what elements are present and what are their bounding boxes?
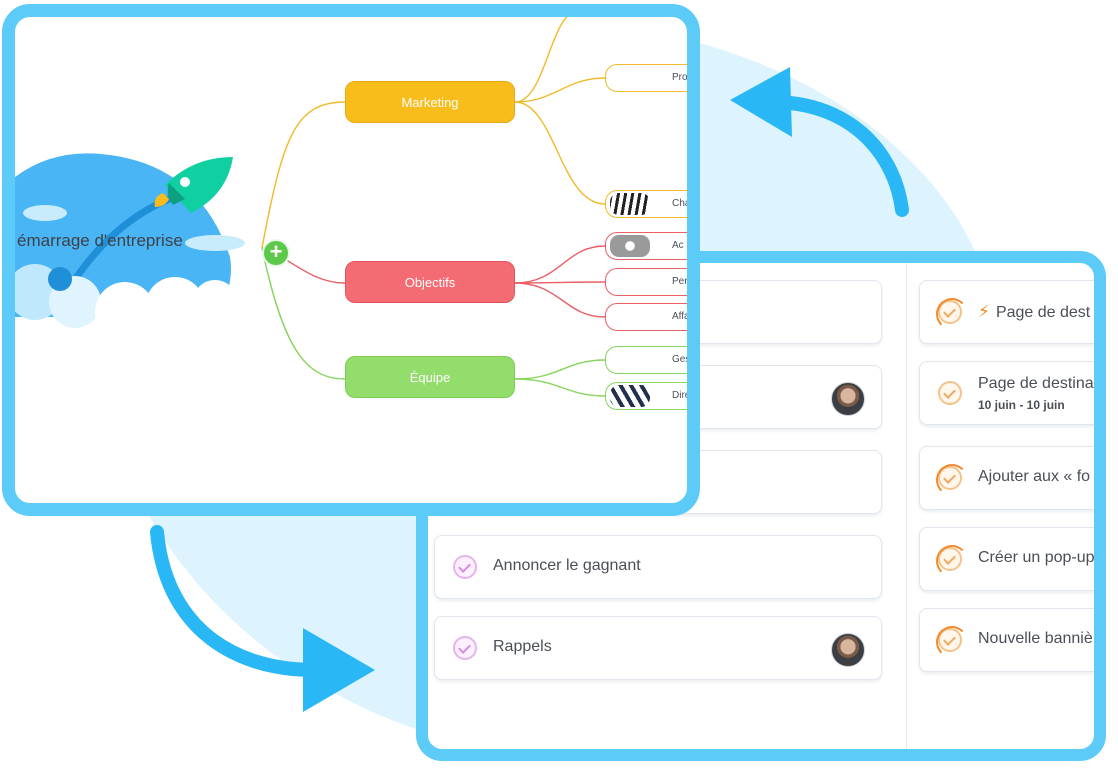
leaf-label: Pers	[672, 276, 693, 287]
task-card[interactable]: Page de destina 10 juin - 10 juin	[919, 361, 1094, 425]
leaf-label: Affa	[672, 311, 690, 322]
avatar[interactable]	[831, 633, 865, 667]
branch-node-marketing[interactable]: Marketing	[345, 81, 515, 123]
progress-check-icon[interactable]	[936, 545, 968, 577]
curved-arrow-top-icon	[730, 67, 909, 217]
leaf-label: Ges	[672, 354, 691, 365]
leaf-node[interactable]: Cha	[605, 190, 691, 218]
task-card[interactable]: Ajouter aux « fo	[919, 446, 1094, 510]
progress-check-icon[interactable]	[936, 626, 968, 658]
lightning-bolt-icon: ⚡	[978, 302, 990, 321]
leaf-node[interactable]: Pers	[605, 268, 693, 296]
leaf-node[interactable]: Affa	[605, 303, 690, 331]
mind-map-canvas	[15, 17, 606, 397]
board-column-right: ⚡Page de dest Page de destina 10 juin - …	[906, 263, 1094, 749]
curved-arrow-bottom-icon	[150, 525, 375, 712]
leaf-thumbnail	[610, 235, 650, 257]
task-card[interactable]: Nouvelle banniè	[919, 608, 1094, 672]
progress-check-icon[interactable]	[936, 464, 968, 496]
branch-node-objectifs[interactable]: Objectifs	[345, 261, 515, 303]
task-title: ⚡Page de dest	[978, 302, 1091, 321]
check-circle-icon[interactable]	[938, 381, 962, 405]
task-card[interactable]: Créer un pop-up	[919, 527, 1095, 591]
task-title: Créer un pop-up	[978, 549, 1095, 566]
branch-node-equipe[interactable]: Équipe	[345, 356, 515, 398]
task-card[interactable]: Rappels	[434, 616, 882, 680]
leaf-node[interactable]: Ges	[605, 346, 691, 374]
progress-check-icon[interactable]	[936, 298, 968, 330]
check-circle-icon[interactable]	[453, 636, 477, 660]
leaf-node[interactable]: Ac	[605, 232, 687, 260]
task-date: 10 juin - 10 juin	[978, 398, 1065, 412]
leaf-label: Dire	[672, 390, 691, 401]
task-title: Ajouter aux « fo	[978, 468, 1091, 485]
central-topic[interactable]: émarrage d'entreprise	[17, 231, 183, 250]
task-card[interactable]: ⚡Page de dest	[919, 280, 1094, 344]
task-title: Rappels	[493, 638, 552, 655]
leaf-thumbnail	[610, 385, 650, 407]
avatar[interactable]	[831, 382, 865, 416]
leaf-label: Pro	[672, 72, 688, 83]
leaf-node[interactable]: Pro	[605, 64, 688, 92]
plus-icon: +	[269, 239, 283, 264]
leaf-label: Ac	[672, 240, 684, 251]
rocket-illustration-icon	[15, 153, 245, 342]
task-card[interactable]: Annoncer le gagnant	[434, 535, 882, 599]
leaf-thumbnail	[610, 193, 650, 215]
check-circle-icon[interactable]	[453, 555, 477, 579]
task-title: Page de destina	[978, 375, 1094, 392]
add-node-button[interactable]: +	[264, 241, 288, 265]
leaf-label: Cha	[672, 198, 691, 209]
mind-map: émarrage d'entreprise + Marketing Object…	[2, 4, 700, 516]
leaf-node[interactable]: Dire	[605, 382, 691, 410]
task-title: Annoncer le gagnant	[493, 557, 641, 574]
task-title: Nouvelle banniè	[978, 630, 1093, 647]
